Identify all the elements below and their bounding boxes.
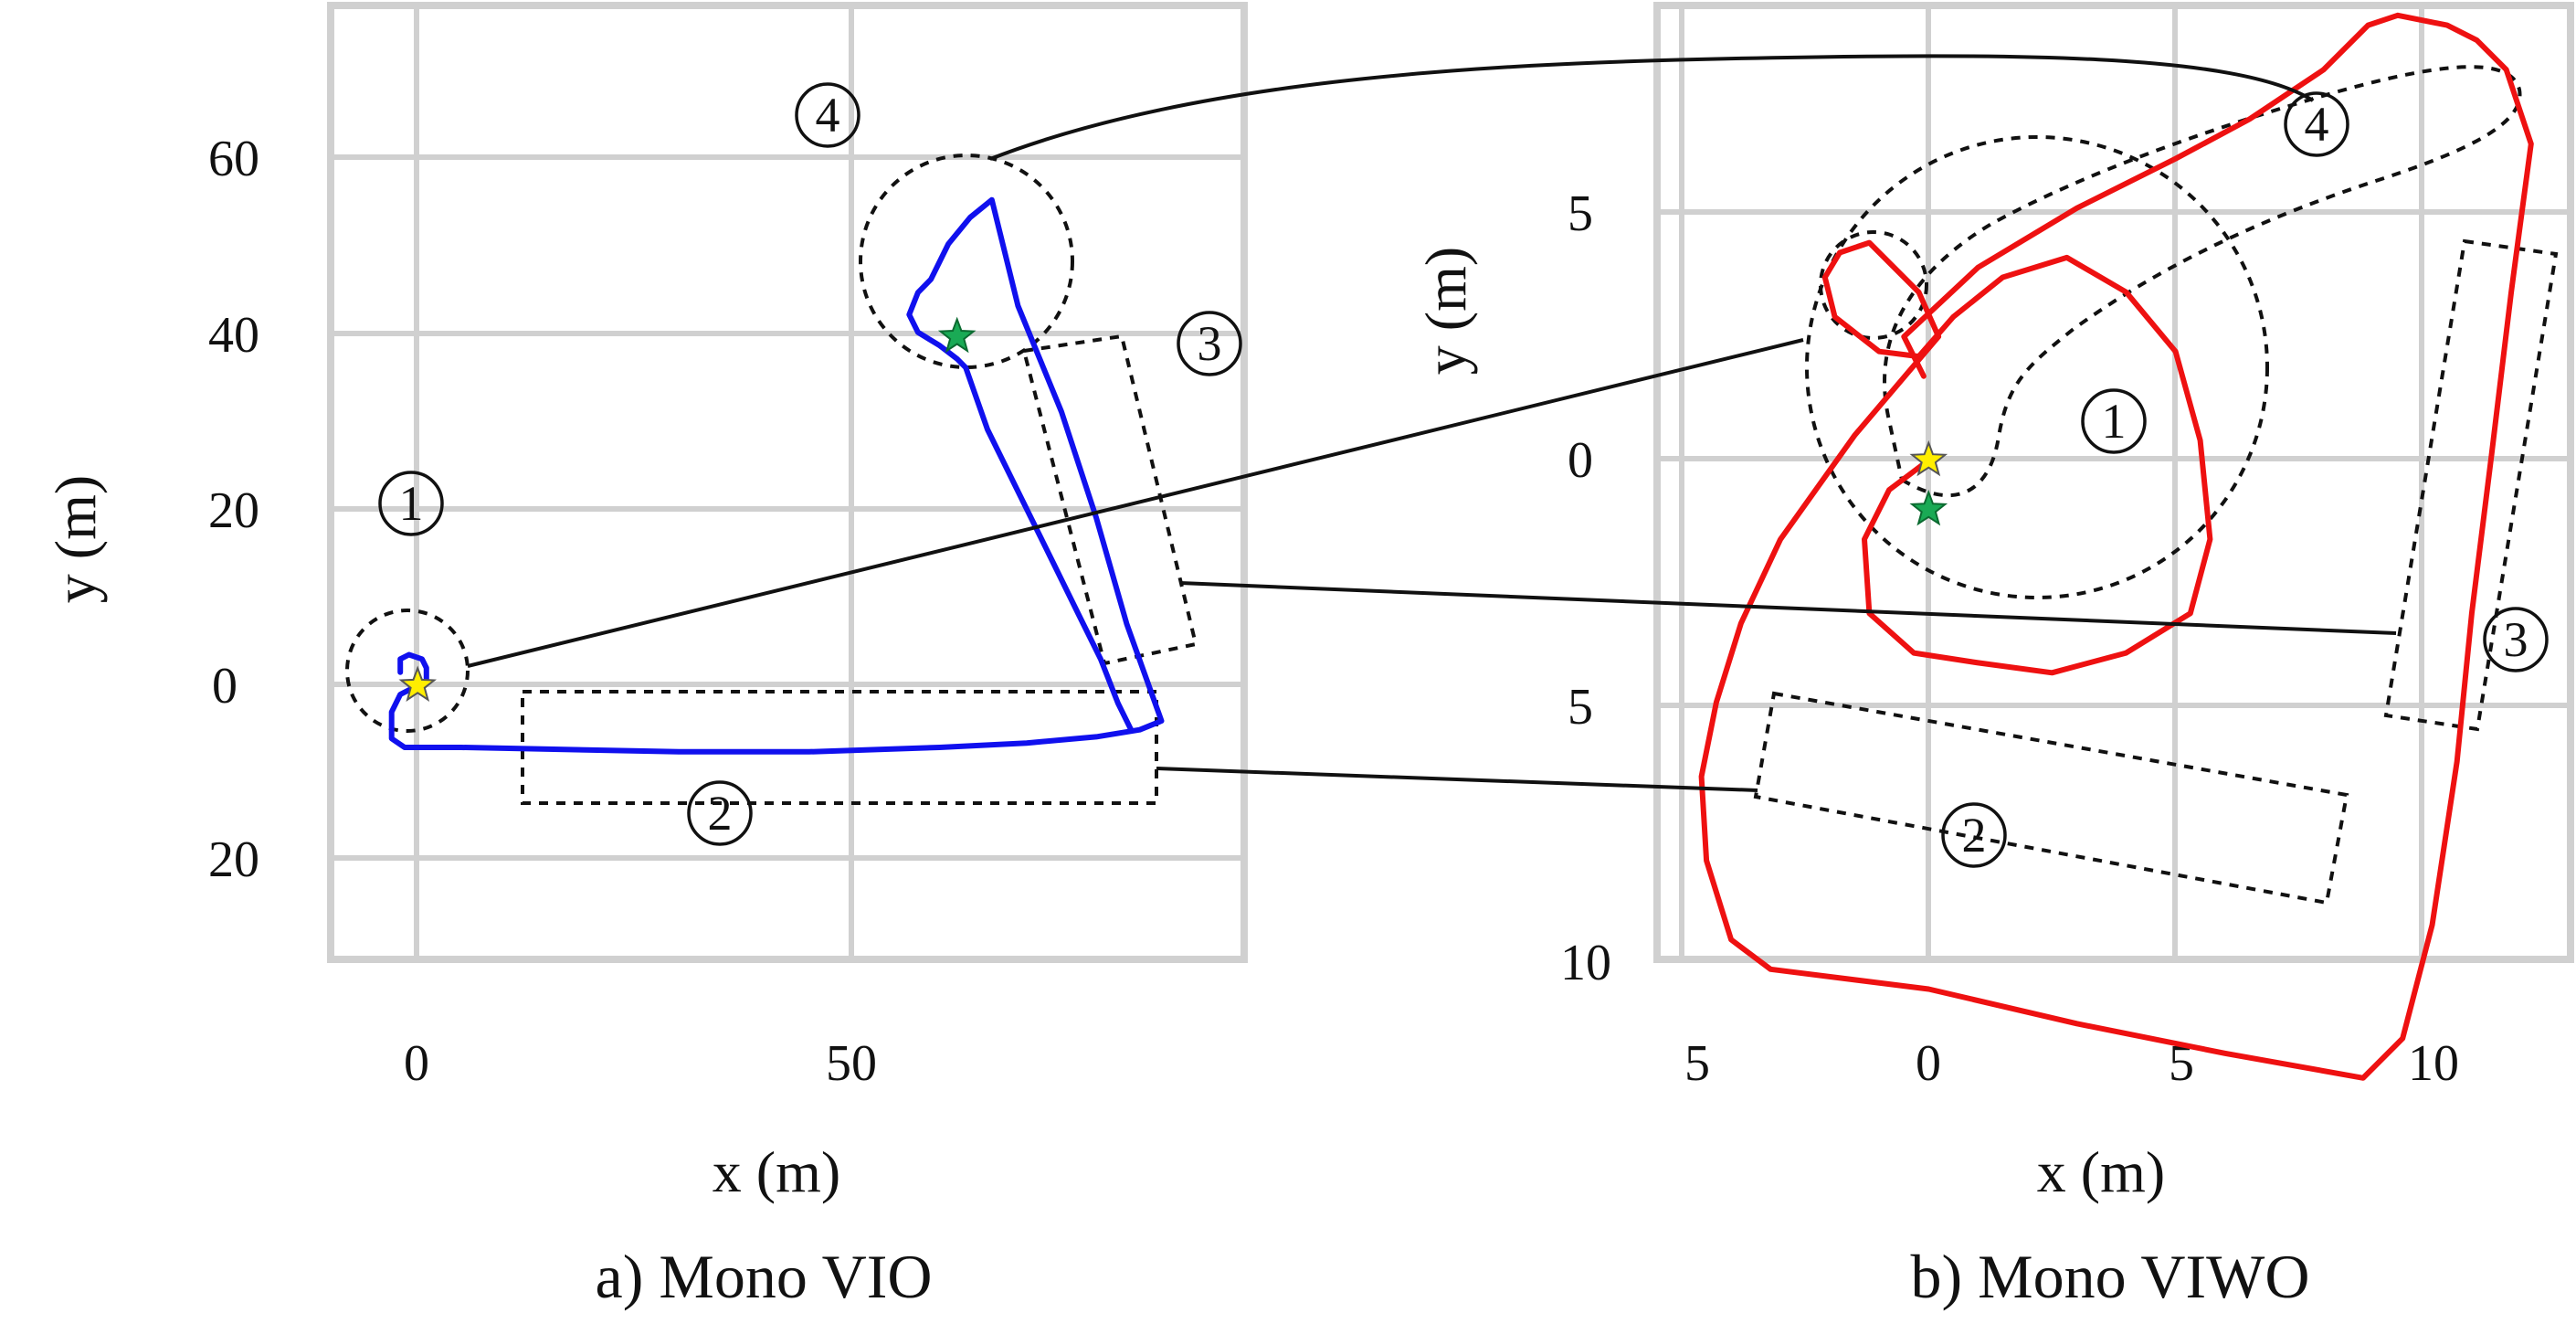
region-label-circle (1941, 802, 2007, 868)
x-tick-label-b: 0 (1916, 1035, 1941, 1092)
y-tick-label-a: 0 (212, 658, 238, 715)
grid-a (331, 5, 1244, 959)
y-tick-label-b: 5 (1568, 679, 1593, 736)
region-label-2-b: 2 (1962, 808, 1987, 863)
caption-b: b) Mono VIWO (1911, 1242, 2310, 1311)
region-2-box-b (1753, 691, 2349, 905)
region-1-small-circle-b (1819, 230, 1928, 340)
region-label-circle (2483, 607, 2549, 672)
start-star-icon (1909, 439, 1948, 477)
panel-mono-vio: 60 40 20 0 20 0 50 x (m) y (m) 1 2 3 4 a… (43, 2, 1248, 1311)
region-1-circle-a (345, 609, 470, 733)
end-star-icon (1909, 489, 1948, 526)
connector-region-3 (1179, 581, 2397, 635)
y-axis-label-b: y (m) (1413, 247, 1478, 375)
plot-frame-a (327, 2, 1248, 963)
end-star-icon (937, 316, 977, 354)
x-tick-label-b: 10 (2408, 1035, 2459, 1092)
region-2-box-a (521, 690, 1158, 805)
y-tick-label-a: 40 (208, 307, 259, 364)
caption-a: a) Mono VIO (596, 1242, 933, 1311)
x-tick-label-a: 50 (826, 1035, 877, 1092)
viwo-trajectory-line (1698, 12, 2534, 1081)
y-tick-label-a: 60 (208, 131, 259, 187)
connector-region-1 (467, 338, 1804, 668)
region-label-circle (2081, 388, 2147, 454)
region-label-circle (1177, 311, 1242, 376)
connector-region-4 (989, 54, 2315, 161)
region-label-4-a: 4 (816, 88, 840, 143)
region-label-circle (378, 471, 444, 536)
region-label-4-b: 4 (2305, 97, 2329, 152)
y-tick-label-b: 5 (1568, 185, 1593, 242)
y-tick-label-b: 0 (1568, 432, 1593, 489)
region-4-circle-a (859, 154, 1074, 369)
vio-trajectory-line (388, 196, 1165, 755)
connectors (467, 54, 2397, 792)
region-label-1-b: 1 (2102, 394, 2127, 449)
region-label-3-b: 3 (2504, 612, 2528, 667)
region-label-circle (687, 780, 753, 846)
region-label-circle (2284, 91, 2349, 157)
region-label-3-a: 3 (1198, 316, 1222, 371)
x-axis-label-b: x (m) (2037, 1139, 2165, 1204)
start-star-icon (398, 665, 438, 703)
connector-region-2 (1156, 767, 1758, 792)
y-tick-label-a: 20 (208, 482, 259, 539)
region-3-box-a (1021, 334, 1198, 666)
region-1-loop-b (1883, 65, 2522, 498)
region-1-circle-b (1805, 135, 2269, 599)
panel-mono-viwo: 5 0 5 10 5 0 5 10 x (m) y (m) 1 2 3 4 b)… (1413, 2, 2574, 1311)
x-axis-label-a: x (m) (713, 1139, 840, 1204)
x-tick-label-a: 0 (404, 1035, 429, 1092)
region-label-2-a: 2 (708, 786, 733, 841)
region-label-1-a: 1 (399, 476, 424, 531)
plot-frame-b (1653, 2, 2574, 963)
x-tick-label-b: 5 (1684, 1035, 1710, 1092)
region-label-circle (795, 82, 860, 148)
grid-b (1657, 5, 2571, 959)
region-3-box-b (2383, 238, 2559, 732)
y-tick-label-b: 10 (1560, 935, 1611, 991)
y-axis-label-a: y (m) (43, 475, 108, 603)
y-tick-label-a: 20 (208, 831, 259, 888)
